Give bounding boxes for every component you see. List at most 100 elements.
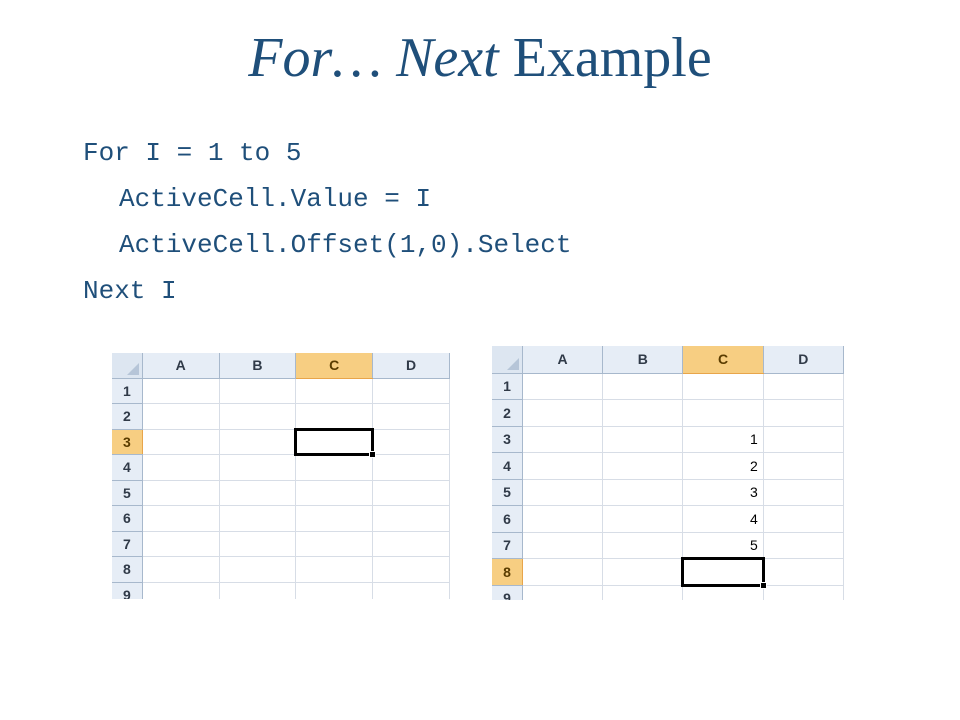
cell-b8[interactable] xyxy=(219,556,297,583)
row-header-6[interactable]: 6 xyxy=(112,505,143,532)
column-header-a[interactable]: A xyxy=(522,346,604,374)
row-header-5[interactable]: 5 xyxy=(492,479,523,506)
cell-b8[interactable] xyxy=(602,558,684,586)
row-header-5[interactable]: 5 xyxy=(112,480,143,506)
cell-b1[interactable] xyxy=(602,373,684,400)
cell-c4[interactable] xyxy=(295,454,374,481)
cell-a6[interactable] xyxy=(142,505,220,532)
cell-d5[interactable] xyxy=(372,480,450,506)
cell-c5[interactable]: 3 xyxy=(682,479,764,506)
row-header-8[interactable]: 8 xyxy=(112,556,143,583)
cell-c2[interactable] xyxy=(682,399,764,427)
cell-c9[interactable] xyxy=(682,585,764,600)
row-header-4[interactable]: 4 xyxy=(492,452,523,480)
cell-c6[interactable]: 4 xyxy=(682,505,764,533)
row-header-8[interactable]: 8 xyxy=(492,558,523,586)
cell-a6[interactable] xyxy=(522,505,604,533)
cell-d6[interactable] xyxy=(763,505,844,533)
cell-c2[interactable] xyxy=(295,403,374,430)
row-header-3[interactable]: 3 xyxy=(112,429,143,455)
cell-d8[interactable] xyxy=(763,558,844,586)
cell-b9[interactable] xyxy=(602,585,684,600)
cell-c8[interactable] xyxy=(681,557,769,590)
column-header-b[interactable]: B xyxy=(219,353,297,379)
cell-d1[interactable] xyxy=(372,378,450,404)
cell-c3[interactable]: 1 xyxy=(682,426,764,453)
row-header-6[interactable]: 6 xyxy=(492,505,523,533)
cell-b2[interactable] xyxy=(219,403,297,430)
row-header-7[interactable]: 7 xyxy=(112,531,143,557)
column-header-d[interactable]: D xyxy=(372,353,450,379)
column-header-c[interactable]: C xyxy=(295,353,374,379)
cell-a7[interactable] xyxy=(522,532,604,559)
cell-b6[interactable] xyxy=(602,505,684,533)
cell-a4[interactable] xyxy=(522,452,604,480)
cell-b5[interactable] xyxy=(219,480,297,506)
cell-a2[interactable] xyxy=(142,403,220,430)
cell-b4[interactable] xyxy=(602,452,684,480)
cell-c9[interactable] xyxy=(295,582,374,599)
cell-c1[interactable] xyxy=(682,373,764,400)
cell-a4[interactable] xyxy=(142,454,220,481)
cell-b2[interactable] xyxy=(602,399,684,427)
cell-a8[interactable] xyxy=(142,556,220,583)
cell-b5[interactable] xyxy=(602,479,684,506)
cell-a5[interactable] xyxy=(142,480,220,506)
cell-a7[interactable] xyxy=(142,531,220,557)
cell-a9[interactable] xyxy=(522,585,604,600)
cell-d2[interactable] xyxy=(372,403,450,430)
row-header-4[interactable]: 4 xyxy=(112,454,143,481)
cell-b4[interactable] xyxy=(219,454,297,481)
cell-b9[interactable] xyxy=(219,582,297,599)
cell-c1[interactable] xyxy=(295,378,374,404)
cell-c8[interactable] xyxy=(295,556,374,583)
cell-d6[interactable] xyxy=(372,505,450,532)
cell-a3[interactable] xyxy=(522,426,604,453)
select-all-corner[interactable] xyxy=(112,353,143,379)
row-header-1[interactable]: 1 xyxy=(112,378,143,404)
cell-a1[interactable] xyxy=(522,373,604,400)
column-header-c[interactable]: C xyxy=(682,346,764,374)
column-header-a[interactable]: A xyxy=(142,353,220,379)
cell-b7[interactable] xyxy=(602,532,684,559)
cell-d2[interactable] xyxy=(763,399,844,427)
cell-d7[interactable] xyxy=(763,532,844,559)
column-header-b[interactable]: B xyxy=(602,346,684,374)
row-header-1[interactable]: 1 xyxy=(492,373,523,400)
row-header-3[interactable]: 3 xyxy=(492,426,523,453)
cell-b6[interactable] xyxy=(219,505,297,532)
cell-d5[interactable] xyxy=(763,479,844,506)
cell-c7[interactable]: 5 xyxy=(682,532,764,559)
cell-a1[interactable] xyxy=(142,378,220,404)
column-header-d[interactable]: D xyxy=(763,346,844,374)
cell-c3[interactable] xyxy=(294,427,378,459)
cell-d1[interactable] xyxy=(763,373,844,400)
select-all-corner[interactable] xyxy=(492,346,523,374)
cell-b3[interactable] xyxy=(219,429,297,455)
cell-d7[interactable] xyxy=(372,531,450,557)
cell-d4[interactable] xyxy=(763,452,844,480)
cell-a5[interactable] xyxy=(522,479,604,506)
cell-d4[interactable] xyxy=(372,454,450,481)
cell-c7[interactable] xyxy=(295,531,374,557)
cell-a8[interactable] xyxy=(522,558,604,586)
cell-d9[interactable] xyxy=(763,585,844,600)
cell-a9[interactable] xyxy=(142,582,220,599)
cell-d3[interactable] xyxy=(763,426,844,453)
row-header-2[interactable]: 2 xyxy=(112,403,143,430)
cell-d9[interactable] xyxy=(372,582,450,599)
cell-d3[interactable] xyxy=(372,429,450,455)
row-header-2[interactable]: 2 xyxy=(492,399,523,427)
cell-c5[interactable] xyxy=(295,480,374,506)
row-header-7[interactable]: 7 xyxy=(492,532,523,559)
row-header-9[interactable]: 9 xyxy=(112,582,143,599)
cell-d8[interactable] xyxy=(372,556,450,583)
cell-a2[interactable] xyxy=(522,399,604,427)
row-header-9[interactable]: 9 xyxy=(492,585,523,600)
cell-c4[interactable]: 2 xyxy=(682,452,764,480)
cell-a3[interactable] xyxy=(142,429,220,455)
cell-c6[interactable] xyxy=(295,505,374,532)
cell-b7[interactable] xyxy=(219,531,297,557)
cell-b1[interactable] xyxy=(219,378,297,404)
cell-b3[interactable] xyxy=(602,426,684,453)
